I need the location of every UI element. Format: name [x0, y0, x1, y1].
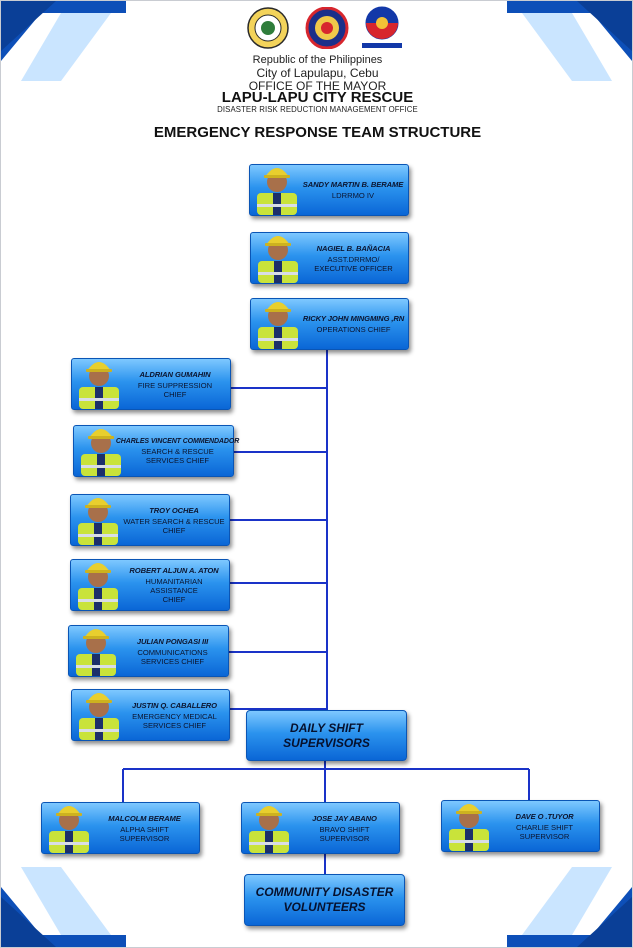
- person-name: CHARLES VINCENT COMMENDADOR: [115, 437, 240, 445]
- header-office-sub: DISASTER RISK REDUCTION MANAGEMENT OFFIC…: [217, 105, 418, 114]
- person-name: RICKY JOHN MINGMING ,RN: [302, 314, 405, 323]
- person-photo: [79, 693, 119, 740]
- person-role: WATER SEARCH & RESCUE CHIEF: [123, 516, 225, 535]
- person-name: SANDY MARTIN B. BERAME: [302, 180, 404, 189]
- person-photo: [78, 498, 118, 545]
- person-photo: [78, 563, 118, 610]
- daily-shift-supervisors-box: DAILY SHIFT SUPERVISORS: [246, 710, 407, 761]
- person-role: SEARCH & RESCUE SERVICES CHIEF: [141, 446, 214, 465]
- person-role: EMERGENCY MEDICAL SERVICES CHIEF: [132, 711, 217, 730]
- rescue-logo: [305, 7, 349, 49]
- person-photo: [76, 629, 116, 676]
- person-photo: [257, 168, 297, 215]
- chart-title: EMERGENCY RESPONSE TEAM STRUCTURE: [153, 124, 482, 141]
- corner-decoration-bottom-right: [507, 867, 632, 947]
- person-name: JUSTIN Q. CABALLERO: [131, 700, 217, 710]
- community-volunteers-box: COMMUNITY DISASTER VOLUNTEERS: [244, 874, 405, 926]
- person-role: LDRRMO IV: [331, 191, 375, 200]
- person-card-chief-4: ROBERT ALJUN A. ATON HUMANITARIAN ASSISTA…: [70, 559, 230, 611]
- person-photo: [79, 362, 119, 409]
- person-name: MALCOLM BERAME: [108, 813, 181, 823]
- person-role: ALPHA SHIFT SUPERVISOR: [119, 824, 170, 843]
- header-republic: Republic of the Philippines: [252, 54, 383, 66]
- header-office: OFFICE OF THE MAYOR: [248, 79, 387, 93]
- person-card-chain-1: SANDY MARTIN B. BERAME LDRRMO IV: [249, 164, 409, 216]
- corner-decoration-bottom-left: [1, 867, 126, 947]
- person-photo: [258, 302, 298, 349]
- person-name: DAVE O .TUYOR: [515, 811, 574, 821]
- person-role: BRAVO SHIFT SUPERVISOR: [319, 824, 370, 843]
- person-name: ALDRIAN GUMAHIN: [139, 369, 211, 379]
- corner-decoration-top-left: [1, 1, 126, 81]
- person-photo: [258, 236, 298, 283]
- person-photo: [81, 429, 121, 476]
- header-city: City of Lapulapu, Cebu: [256, 66, 379, 80]
- person-card-chain-3: RICKY JOHN MINGMING ,RN OPERATIONS CHIEF: [250, 298, 409, 350]
- person-photo: [449, 804, 489, 851]
- person-role: ASST.DRRMO/ EXECUTIVE OFFICER: [314, 254, 393, 273]
- person-name: ROBERT ALJUN A. ATON: [129, 566, 219, 575]
- person-photo: [49, 806, 89, 853]
- person-role: FIRE SUPPRESSION CHIEF: [137, 380, 213, 399]
- bagong-pilipinas-logo: [362, 6, 402, 48]
- person-name: NAGIEL B. BAÑACIA: [316, 243, 391, 253]
- person-photo: [249, 806, 289, 853]
- person-role: OPERATIONS CHIEF: [316, 325, 391, 334]
- person-role: COMMUNICATIONS SERVICES CHIEF: [137, 647, 208, 666]
- corner-decoration-top-right: [507, 1, 632, 81]
- person-name: TROY OCHEA: [149, 505, 199, 515]
- header-agency: LAPU-LAPU CITY RESCUE: [221, 89, 414, 106]
- person-name: JULIAN PONGASI III: [136, 636, 209, 646]
- person-role: HUMANITARIAN ASSISTANCE CHIEF: [145, 577, 203, 604]
- city-seal-logo: [247, 7, 289, 49]
- person-role: CHARLIE SHIFT SUPERVISOR: [516, 822, 573, 841]
- person-name: JOSE JAY ABANO: [312, 813, 377, 823]
